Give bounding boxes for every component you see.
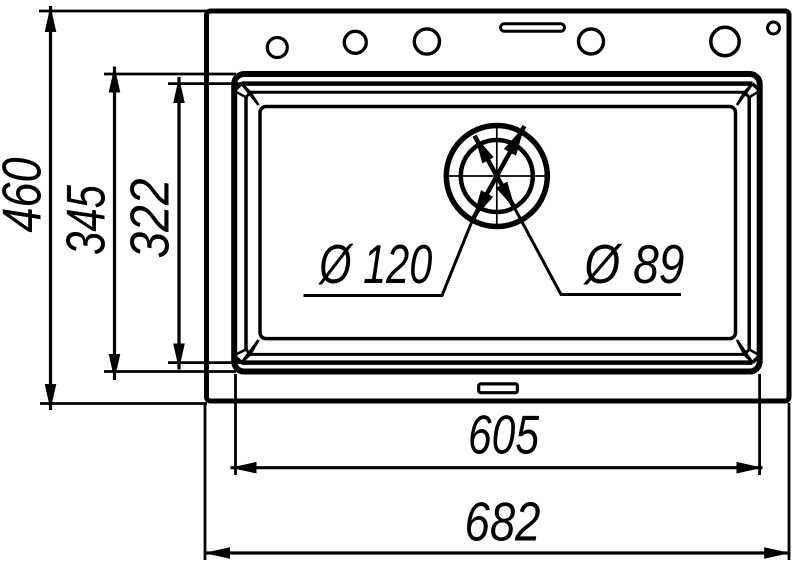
svg-text:460: 460: [0, 157, 53, 232]
svg-text:Ø 120: Ø 120: [318, 233, 433, 295]
svg-text:322: 322: [119, 179, 181, 259]
svg-text:Ø 89: Ø 89: [583, 233, 685, 295]
svg-text:682: 682: [465, 491, 541, 553]
svg-text:605: 605: [468, 404, 539, 466]
svg-text:345: 345: [55, 185, 117, 255]
